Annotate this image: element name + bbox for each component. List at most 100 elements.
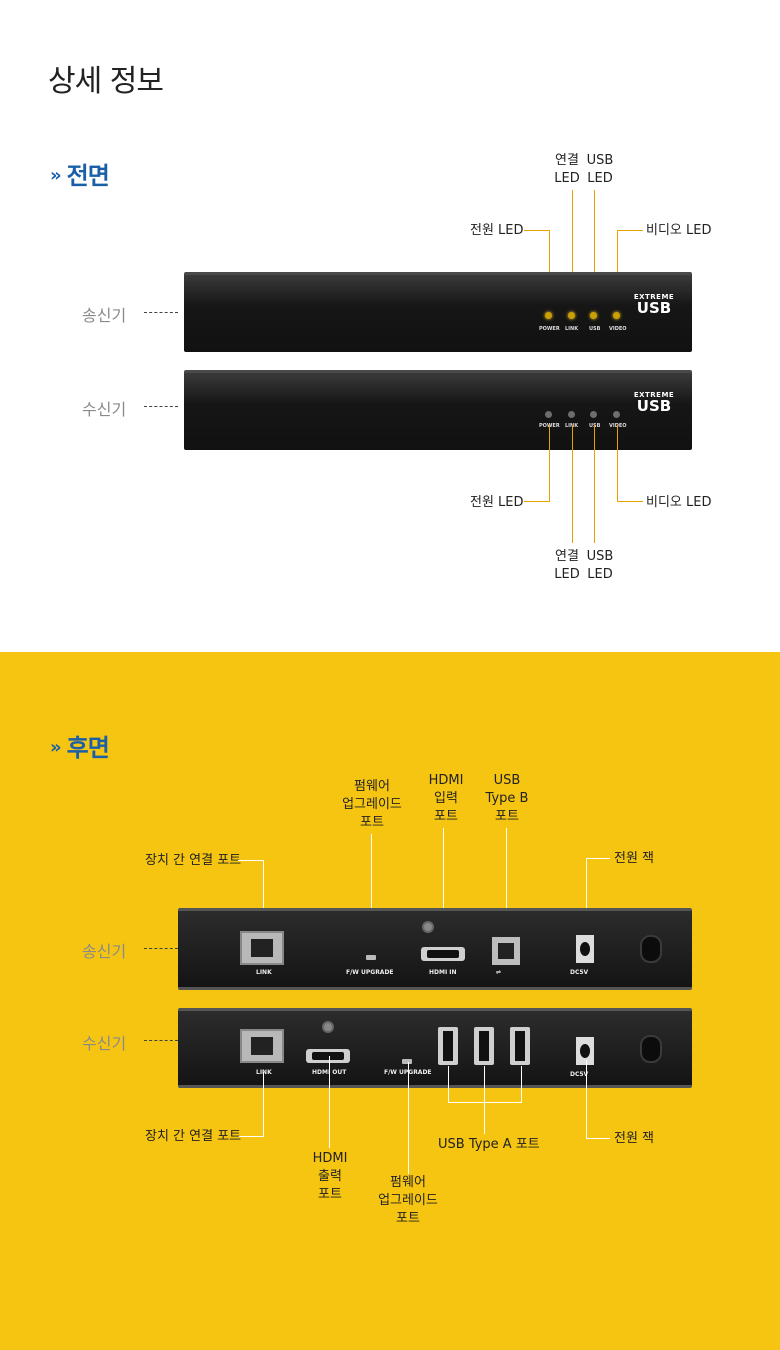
video-led-icon — [613, 411, 620, 418]
callout-text: 포트 — [318, 1187, 342, 1202]
callout-text: LED — [587, 171, 613, 186]
link-led-label: LINK — [565, 326, 579, 332]
dc-jack-icon — [576, 1037, 594, 1065]
leader-dash — [144, 312, 178, 313]
rear-section-background — [0, 652, 780, 1350]
callout-hdmi-out: HDMI 출력 포트 — [310, 1150, 350, 1204]
callout-link-led-top: 연결 LED — [552, 152, 582, 188]
hdmi-port-icon — [421, 947, 465, 961]
callout-text: LED — [587, 567, 613, 582]
callout-line — [594, 425, 595, 543]
callout-text: 출력 — [318, 1169, 342, 1184]
micro-usb-port-icon — [366, 955, 376, 960]
callout-line — [506, 828, 507, 948]
callout-video-led-bottom: 비디오 LED — [646, 495, 712, 510]
callout-link-led-bottom: 연결 LED — [552, 548, 582, 584]
callout-line — [448, 1066, 449, 1102]
callout-hdmi-in: HDMI 입력 포트 — [424, 772, 468, 826]
receiver-front-panel: POWER LINK USB VIDEO EXTREME USB — [184, 370, 692, 450]
callout-fw-port-bottom: 펌웨어 업그레이드 포트 — [376, 1174, 440, 1228]
leader-dash — [144, 406, 178, 407]
link-led-label: LINK — [565, 423, 578, 429]
logo-main: USB — [636, 397, 672, 415]
rear-section-label: 후면 — [66, 734, 110, 762]
leader-dash — [144, 1040, 178, 1041]
callout-power-led-top: 전원 LED — [470, 223, 524, 238]
front-transmitter-label: 송신기 — [82, 306, 127, 325]
hdmi-port-icon — [306, 1049, 350, 1063]
callout-text: 연결 — [555, 153, 579, 168]
callout-text: 포트 — [396, 1211, 420, 1226]
callout-line — [572, 190, 573, 312]
callout-link-port-top: 장치 간 연결 포트 — [145, 853, 242, 868]
callout-text: USB — [493, 773, 521, 788]
callout-text: USB — [586, 549, 614, 564]
callout-line — [524, 230, 550, 231]
link-led-icon — [568, 411, 575, 418]
hdmi-in-label: HDMI IN — [429, 969, 457, 976]
callout-text: 업그레이드 — [378, 1193, 438, 1208]
rear-section-title: »후면 — [50, 728, 110, 763]
power-led-icon — [545, 312, 552, 319]
chevron-icon: » — [50, 165, 62, 186]
callout-line — [617, 501, 643, 502]
callout-power-jack-bottom: 전원 잭 — [614, 1131, 655, 1146]
power-led-icon — [545, 411, 552, 418]
dc-label: DC5V — [570, 1071, 589, 1078]
callout-text: HDMI — [428, 773, 464, 788]
callout-line — [524, 501, 550, 502]
callout-line — [549, 230, 550, 312]
fw-port-label: F/W UPGRADE — [384, 1069, 432, 1076]
power-led-label: POWER — [539, 326, 560, 332]
callout-text: 펌웨어 — [354, 779, 390, 794]
callout-text: 연결 — [555, 549, 579, 564]
rj45-port-icon — [240, 931, 284, 965]
callout-line — [586, 1060, 587, 1138]
rear-receiver-label: 수신기 — [82, 1034, 127, 1053]
link-port-label: LINK — [256, 969, 272, 976]
usb-type-a-port-icon — [510, 1027, 530, 1065]
callout-usb-type-b: USB Type B 포트 — [482, 772, 532, 826]
callout-line — [549, 425, 550, 501]
vent-icon — [640, 935, 662, 963]
callout-line — [371, 834, 372, 948]
page-title: 상세 정보 — [48, 64, 164, 99]
rear-transmitter-label: 송신기 — [82, 942, 127, 961]
usb-led-icon — [590, 312, 597, 319]
callout-text: 포트 — [434, 809, 458, 824]
callout-power-jack-top: 전원 잭 — [614, 851, 655, 866]
chevron-icon: » — [50, 737, 62, 758]
screw-icon — [422, 921, 434, 933]
front-receiver-label: 수신기 — [82, 400, 127, 419]
callout-text: 포트 — [495, 809, 519, 824]
micro-usb-port-icon — [402, 1059, 412, 1064]
callout-usb-type-a: USB Type A 포트 — [438, 1137, 540, 1152]
callout-link-port-bottom: 장치 간 연결 포트 — [145, 1129, 242, 1144]
leader-dash — [144, 948, 178, 949]
callout-line — [572, 425, 573, 543]
callout-line — [238, 860, 264, 861]
usb-type-a-port-icon — [474, 1027, 494, 1065]
callout-line — [408, 1062, 409, 1174]
callout-line — [521, 1066, 522, 1102]
callout-usb-led-bottom: USB LED — [585, 548, 615, 584]
transmitter-front-panel: POWER LINK USB VIDEO EXTREME USB — [184, 272, 692, 352]
vent-icon — [640, 1035, 662, 1063]
callout-usb-led-top: USB LED — [585, 152, 615, 188]
callout-video-led-top: 비디오 LED — [646, 223, 712, 238]
usb-type-a-port-icon — [438, 1027, 458, 1065]
callout-text: 포트 — [360, 815, 384, 830]
callout-line — [586, 858, 587, 946]
transmitter-rear-panel: LINK F/W UPGRADE HDMI IN ⇌ DC5V — [178, 908, 692, 990]
callout-line — [617, 230, 643, 231]
usb-led-icon — [590, 411, 597, 418]
rj45-port-icon — [240, 1029, 284, 1063]
receiver-rear-panel: LINK HDMI OUT F/W UPGRADE DC5V — [178, 1008, 692, 1088]
callout-text: HDMI — [312, 1151, 348, 1166]
callout-fw-port-top: 펌웨어 업그레이드 포트 — [340, 778, 404, 832]
callout-line — [617, 230, 618, 312]
callout-line — [586, 858, 610, 859]
callout-text: 펌웨어 — [390, 1175, 426, 1190]
callout-text: 업그레이드 — [342, 797, 402, 812]
usb-led-label: USB — [589, 326, 601, 332]
